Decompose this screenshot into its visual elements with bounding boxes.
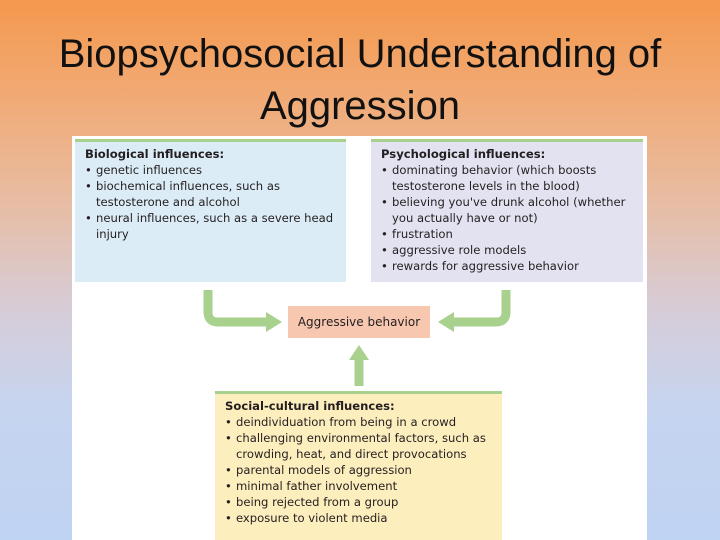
social-cultural-influences-box: Social-cultural influences: deindividuat… <box>215 391 502 540</box>
list-item: challenging environmental factors, such … <box>225 430 494 462</box>
list-item: parental models of aggression <box>225 462 494 478</box>
aggressive-behavior-box: Aggressive behavior <box>288 306 430 338</box>
list-item: frustration <box>381 226 635 242</box>
biological-heading: Biological influences: <box>85 147 225 161</box>
list-item: minimal father involvement <box>225 478 494 494</box>
biological-arrow-head <box>266 312 282 332</box>
biological-arrow <box>203 290 268 327</box>
biological-influences-box: Biological influences: genetic influence… <box>75 139 346 282</box>
psychological-influences-box: Psychological influences: dominating beh… <box>371 139 643 282</box>
list-item: biochemical influences, such as testoste… <box>85 178 338 210</box>
biological-list: genetic influences biochemical influence… <box>85 162 338 242</box>
psychological-heading: Psychological influences: <box>381 147 546 161</box>
list-item: exposure to violent media <box>225 510 494 526</box>
psychological-list: dominating behavior (which boosts testos… <box>381 162 635 274</box>
list-item: deindividuation from being in a crowd <box>225 414 494 430</box>
psychological-arrow-head <box>438 312 454 332</box>
diagram-arrows <box>203 290 511 386</box>
list-item: aggressive role models <box>381 242 635 258</box>
list-item: believing you've drunk alcohol (whether … <box>381 194 635 226</box>
list-item: neural influences, such as a severe head… <box>85 210 338 242</box>
list-item: dominating behavior (which boosts testos… <box>381 162 635 194</box>
social-cultural-list: deindividuation from being in a crowd ch… <box>225 414 494 526</box>
list-item: genetic influences <box>85 162 338 178</box>
biopsychosocial-diagram: Biological influences: genetic influence… <box>72 136 647 540</box>
list-item: rewards for aggressive behavior <box>381 258 635 274</box>
psychological-arrow <box>452 290 511 327</box>
slide-title: Biopsychosocial Understanding of Aggress… <box>58 32 662 128</box>
social-arrow-head <box>349 345 369 360</box>
list-item: being rejected from a group <box>225 494 494 510</box>
social-cultural-heading: Social-cultural influences: <box>225 399 395 413</box>
